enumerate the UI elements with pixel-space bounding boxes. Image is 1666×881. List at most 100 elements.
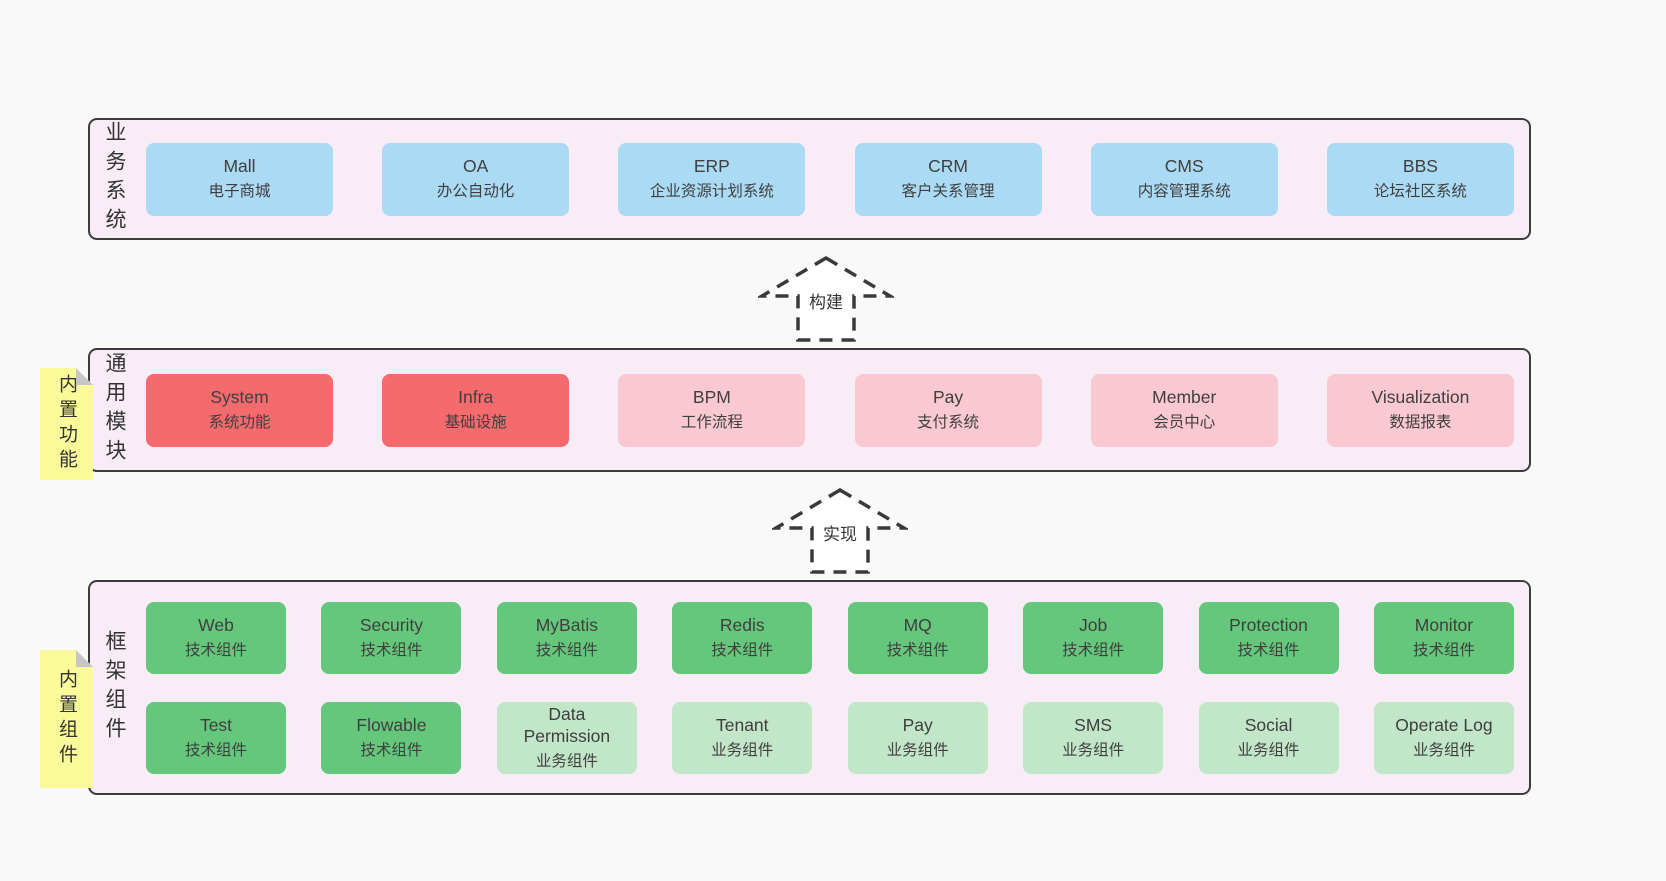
box-subtitle: 内容管理系统 [1137,183,1231,201]
box-sms: SMS 业务组件 [1023,701,1164,774]
box-security: Security 技术组件 [321,601,462,674]
box-subtitle: 会员中心 [1153,414,1216,432]
box-title: Visualization [1371,387,1470,408]
arrow-label-background [802,287,850,315]
box-subtitle: 基础设施 [444,414,507,432]
box-data-permission: Data Permission 业务组件 [496,701,637,774]
section-label-business: 业务系统 [103,121,126,237]
box-system: System 系统功能 [146,373,333,447]
box-test: Test 技术组件 [146,701,286,774]
box-erp: ERP 企业资源计划系统 [618,142,806,216]
box-subtitle: 企业资源计划系统 [649,183,774,201]
common-boxes-row: System 系统功能 Infra 基础设施 BPM 工作流程 Pay 支付系统… [138,373,1529,447]
section-label-framework: 框架组件 [103,629,126,746]
box-title: System [210,387,269,408]
box-title: Protection [1229,614,1308,635]
box-subtitle: 业务组件 [711,741,774,759]
box-title: Flowable [356,714,427,735]
panel-common-modules: 通用模块 System 系统功能 Infra 基础设施 BPM 工作流程 Pay… [88,348,1531,472]
framework-row-2: Test 技术组件 Flowable 技术组件 Data Permission … [146,701,1514,774]
box-oa: OA 办公自动化 [382,142,570,216]
box-title: BPM [692,387,731,408]
box-mall: Mall 电子商城 [146,142,333,216]
box-mq: MQ 技术组件 [847,601,988,674]
framework-row-1: Web 技术组件 Security 技术组件 MyBatis 技术组件 Redi… [146,601,1514,674]
box-cms: CMS 内容管理系统 [1090,142,1278,216]
box-subtitle: 技术组件 [535,641,598,659]
implement-arrow-label: 实现 [823,525,857,544]
box-title: Pay [902,714,933,735]
box-subtitle: 技术组件 [360,741,423,759]
box-subtitle: 技术组件 [711,641,774,659]
box-title: Redis [719,614,765,635]
box-subtitle: 业务组件 [1062,741,1125,759]
box-flowable: Flowable 技术组件 [321,701,462,774]
box-job: Job 技术组件 [1023,601,1164,674]
box-title: ERP [693,156,730,177]
box-title: Job [1079,614,1108,635]
box-subtitle: 系统功能 [208,414,271,432]
box-web: Web 技术组件 [146,601,286,674]
box-infra: Infra 基础设施 [382,373,570,447]
box-subtitle: 业务组件 [535,752,598,770]
box-subtitle: 业务组件 [1412,741,1475,759]
box-title: Tenant [715,714,769,735]
box-subtitle: 技术组件 [886,641,949,659]
section-label-common: 通用模块 [103,352,126,468]
box-subtitle: 工作流程 [680,414,743,432]
framework-boxes-grid: Web 技术组件 Security 技术组件 MyBatis 技术组件 Redi… [138,601,1529,774]
box-title: Monitor [1414,614,1474,635]
box-visualization: Visualization 数据报表 [1326,373,1514,447]
box-subtitle: 技术组件 [184,641,247,659]
sticky-note-label: 内置组件 [56,669,77,769]
implement-arrow: 实现 [772,486,908,576]
build-arrow: 构建 [758,254,894,344]
sticky-note-built-in-components: 内置组件 [40,650,93,788]
box-subtitle: 技术组件 [1412,641,1475,659]
box-subtitle: 业务组件 [886,741,949,759]
panel-framework-components: 框架组件 Web 技术组件 Security 技术组件 MyBatis 技术组件… [88,580,1531,795]
box-title: Web [198,614,234,635]
box-pay: Pay 支付系统 [854,373,1042,447]
box-operate-log: Operate Log 业务组件 [1373,701,1514,774]
arrow-label-background [816,519,864,547]
box-title: BBS [1402,156,1438,177]
box-subtitle: 客户关系管理 [901,183,995,201]
panel-business-systems: 业务系统 Mall 电子商城 OA 办公自动化 ERP 企业资源计划系统 CRM… [88,118,1531,240]
box-title: OA [463,156,489,177]
box-pay-component: Pay 业务组件 [847,701,988,774]
box-title: Pay [932,387,964,408]
panel-label-column: 框架组件 [90,582,138,793]
box-subtitle: 数据报表 [1389,414,1452,432]
box-tenant: Tenant 业务组件 [672,701,813,774]
box-title: Mall [223,156,256,177]
box-title: Member [1152,387,1217,408]
box-subtitle: 技术组件 [360,641,423,659]
box-title: Operate Log [1395,714,1493,735]
box-mybatis: MyBatis 技术组件 [496,601,637,674]
sticky-note-label: 内置功能 [56,374,77,474]
box-title: SMS [1074,714,1113,735]
box-redis: Redis 技术组件 [672,601,813,674]
business-boxes-row: Mall 电子商城 OA 办公自动化 ERP 企业资源计划系统 CRM 客户关系… [138,142,1529,216]
box-title: MQ [903,614,932,635]
panel-label-column: 通用模块 [90,350,138,470]
box-protection: Protection 技术组件 [1198,601,1339,674]
box-title: Social [1244,714,1293,735]
box-title: Infra [458,387,494,408]
box-social: Social 业务组件 [1198,701,1339,774]
box-title: Data Permission [523,703,611,746]
box-title: CRM [928,156,968,177]
box-title: MyBatis [535,614,598,635]
box-subtitle: 技术组件 [1237,641,1300,659]
box-bbs: BBS 论坛社区系统 [1326,142,1514,216]
box-bpm: BPM 工作流程 [618,373,806,447]
box-subtitle: 业务组件 [1237,741,1300,759]
box-subtitle: 论坛社区系统 [1373,183,1467,201]
box-subtitle: 技术组件 [1062,641,1125,659]
box-subtitle: 办公自动化 [436,183,515,201]
sticky-note-built-in-features: 内置功能 [40,368,93,480]
box-member: Member 会员中心 [1090,373,1278,447]
panel-label-column: 业务系统 [90,120,138,238]
